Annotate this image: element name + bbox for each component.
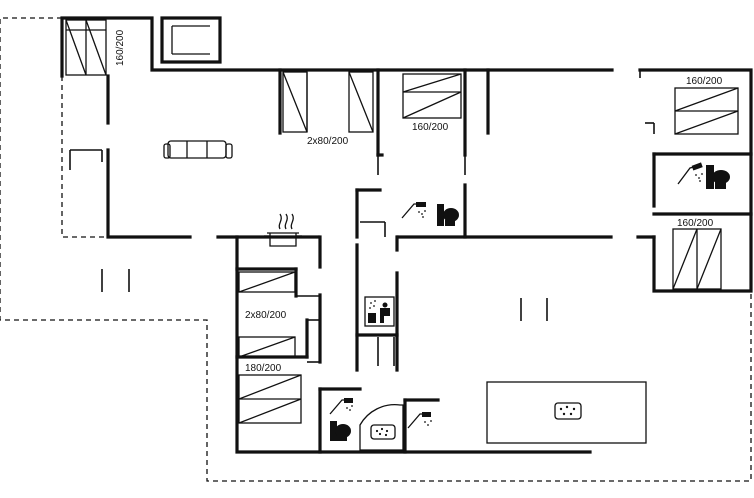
shower-icon	[407, 412, 432, 429]
label-bed-top-right: 160/200	[686, 76, 723, 87]
sauna-icon	[364, 296, 395, 327]
shower-icon	[329, 398, 353, 415]
label-bed-right-lower: 160/200	[677, 218, 714, 229]
bed-top-middle	[402, 73, 462, 119]
walls	[60, 16, 753, 454]
bed-right-lower	[672, 228, 722, 290]
label-bed-top-left: 160/200	[115, 29, 126, 66]
bed-top-left	[65, 19, 107, 76]
shower-icon	[401, 202, 426, 219]
toilet-icon	[330, 421, 351, 441]
label-twin-beds-top: 2x80/200	[307, 136, 349, 147]
label-bed-bottom-left: 180/200	[245, 363, 282, 374]
corner-whirlpool	[359, 404, 404, 451]
label-bed-top-middle: 160/200	[412, 122, 449, 133]
whirlpool-icon	[554, 402, 582, 420]
sofa-icon	[163, 140, 233, 159]
toilet-icon	[437, 204, 459, 226]
pool	[486, 381, 647, 444]
terrace-outline	[0, 17, 752, 482]
whirlpool-icon	[370, 424, 396, 440]
toilet-icon	[706, 165, 730, 189]
twin-beds-top	[282, 71, 374, 133]
twin-beds-middle	[238, 271, 296, 358]
bed-top-right	[674, 87, 739, 135]
doors	[69, 70, 655, 366]
cooking-pot-icon	[264, 213, 302, 247]
bed-bottom-left	[238, 374, 302, 424]
shower-icon	[677, 162, 703, 185]
label-twin-beds-middle: 2x80/200	[245, 310, 287, 321]
